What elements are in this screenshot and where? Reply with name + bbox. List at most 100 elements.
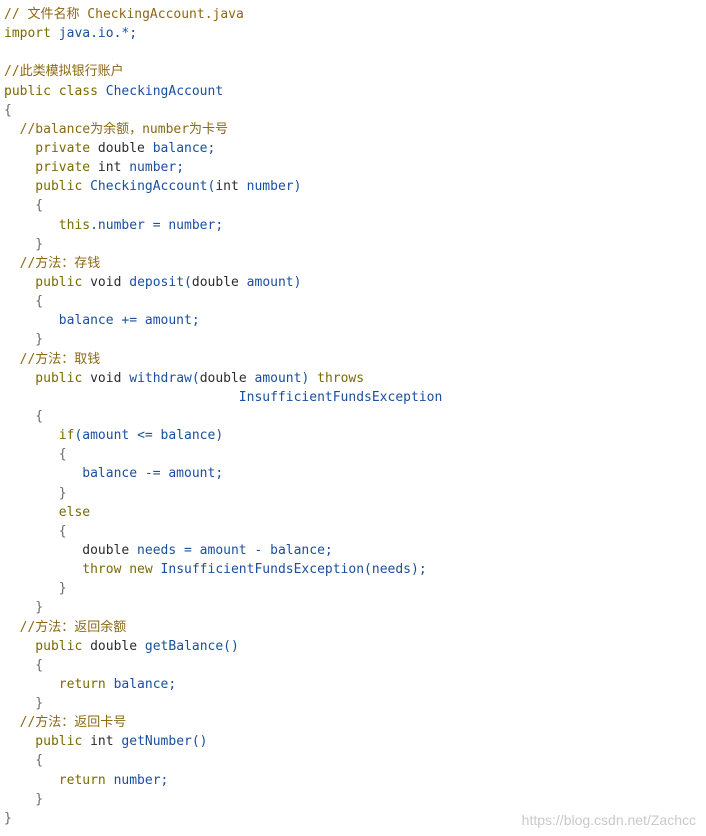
code-line: { bbox=[4, 656, 706, 675]
code-token-type: void bbox=[82, 370, 122, 386]
code-token-keyword: throws bbox=[309, 370, 365, 386]
code-token-comment: //方法：返回卡号 bbox=[4, 715, 127, 731]
code-token-punct: } bbox=[4, 696, 44, 712]
code-token-ident: number; bbox=[121, 160, 185, 176]
code-token-punct: { bbox=[4, 408, 44, 424]
code-token-ident: balance += amount; bbox=[4, 313, 200, 329]
code-token-ident: CheckingAccount( bbox=[82, 179, 216, 195]
code-token-comment: //方法：取钱 bbox=[4, 351, 101, 367]
code-line: { bbox=[4, 101, 706, 120]
code-token-keyword: public bbox=[4, 638, 83, 654]
code-token-type: double bbox=[90, 140, 145, 156]
code-token-ident: InsufficientFundsException bbox=[4, 389, 443, 405]
code-token-ident: amount) bbox=[246, 370, 310, 386]
code-token-keyword: private bbox=[4, 160, 91, 176]
code-line: { bbox=[4, 445, 706, 464]
code-line: } bbox=[4, 694, 706, 713]
code-token-type: double bbox=[4, 542, 130, 558]
code-token-keyword: return bbox=[4, 676, 106, 692]
code-token-keyword: public bbox=[4, 734, 83, 750]
code-token-type: double bbox=[199, 370, 247, 386]
code-line: public int getNumber() bbox=[4, 732, 706, 751]
code-token-ident: deposit( bbox=[121, 274, 192, 290]
code-token-punct: } bbox=[4, 810, 12, 826]
code-token-comment: // 文件名称 CheckingAccount.java bbox=[4, 7, 244, 22]
code-token-keyword: this bbox=[4, 217, 91, 233]
code-token-ident: (amount <= balance) bbox=[74, 428, 224, 444]
code-token-ident: InsufficientFundsException(needs); bbox=[152, 562, 427, 578]
code-line: //方法：返回余额 bbox=[4, 618, 706, 637]
code-token-ident: balance; bbox=[144, 140, 216, 156]
code-token-punct: { bbox=[4, 198, 44, 214]
code-block: // 文件名称 CheckingAccount.java import java.… bbox=[4, 5, 706, 828]
code-token-ident: number) bbox=[238, 179, 302, 195]
code-line: import java.io.*; bbox=[4, 24, 706, 43]
code-line: } bbox=[4, 330, 706, 349]
code-token-keyword: throw bbox=[4, 562, 122, 578]
code-line: } bbox=[4, 809, 706, 828]
code-line: // 文件名称 CheckingAccount.java bbox=[4, 5, 706, 24]
code-line: } bbox=[4, 484, 706, 503]
watermark: https://blog.csdn.net/Zachcc bbox=[521, 812, 696, 828]
code-line bbox=[4, 43, 706, 62]
code-line: throw new InsufficientFundsException(nee… bbox=[4, 560, 706, 579]
code-token-type: void bbox=[82, 274, 122, 290]
code-token-type: double bbox=[191, 274, 239, 290]
code-line: if(amount <= balance) bbox=[4, 426, 706, 445]
code-token-keyword: public bbox=[4, 83, 51, 99]
code-line: balance += amount; bbox=[4, 311, 706, 330]
code-line: public void deposit(double amount) bbox=[4, 273, 706, 292]
code-token-ident: amount) bbox=[238, 274, 302, 290]
code-token-ident: .number = number; bbox=[90, 217, 224, 233]
code-token-keyword: return bbox=[4, 772, 106, 788]
code-line: public void withdraw(double amount) thro… bbox=[4, 369, 706, 388]
code-line: private double balance; bbox=[4, 139, 706, 158]
code-token-ident: java.io.*; bbox=[50, 26, 138, 42]
code-token-keyword: else bbox=[4, 504, 91, 520]
code-line: } bbox=[4, 790, 706, 809]
code-line: //此类模拟银行账户 bbox=[4, 62, 706, 81]
code-token-ident: CheckingAccount bbox=[97, 83, 224, 99]
code-line: //方法：存钱 bbox=[4, 254, 706, 273]
code-line: } bbox=[4, 235, 706, 254]
code-line: { bbox=[4, 292, 706, 311]
code-line: InsufficientFundsException bbox=[4, 388, 706, 407]
code-token-keyword: private bbox=[4, 140, 91, 156]
code-token-keyword: if bbox=[4, 428, 75, 444]
code-token-punct: { bbox=[4, 447, 67, 463]
code-token-punct: } bbox=[4, 485, 67, 501]
code-token-ident: number; bbox=[105, 772, 169, 788]
code-token-type: int bbox=[82, 734, 114, 750]
code-line: //方法：取钱 bbox=[4, 350, 706, 369]
code-token-type: double bbox=[82, 638, 138, 654]
code-token-ident: balance; bbox=[105, 676, 177, 692]
code-token-comment: //方法：存钱 bbox=[4, 255, 101, 271]
code-line: { bbox=[4, 407, 706, 426]
code-line: } bbox=[4, 579, 706, 598]
code-token-keyword: class bbox=[58, 83, 98, 99]
code-token-ident: getNumber() bbox=[113, 734, 208, 750]
code-token-punct: { bbox=[4, 753, 44, 769]
code-line: public double getBalance() bbox=[4, 637, 706, 656]
code-line: balance -= amount; bbox=[4, 464, 706, 483]
code-token-ident: withdraw( bbox=[121, 370, 200, 386]
code-line: //方法：返回卡号 bbox=[4, 713, 706, 732]
code-token-punct: } bbox=[4, 581, 67, 597]
code-token-comment: //此类模拟银行账户 bbox=[4, 64, 124, 80]
code-line: { bbox=[4, 522, 706, 541]
code-token-punct: { bbox=[4, 657, 44, 673]
code-line: else bbox=[4, 503, 706, 522]
code-line: return balance; bbox=[4, 675, 706, 694]
code-line: //balance为余额，number为卡号 bbox=[4, 120, 706, 139]
code-token-punct: } bbox=[4, 236, 44, 252]
code-token-type: int bbox=[90, 160, 122, 176]
code-token-punct: { bbox=[4, 523, 67, 539]
code-token-keyword: public bbox=[4, 274, 83, 290]
code-token-comment: //方法：返回余额 bbox=[4, 619, 127, 635]
code-token-keyword: public bbox=[4, 179, 83, 195]
code-token-ident: balance -= amount; bbox=[4, 466, 224, 482]
code-token-keyword: new bbox=[121, 562, 153, 578]
code-token-type: int bbox=[215, 179, 239, 195]
code-token-punct: { bbox=[4, 294, 44, 310]
code-token-punct: } bbox=[4, 332, 44, 348]
